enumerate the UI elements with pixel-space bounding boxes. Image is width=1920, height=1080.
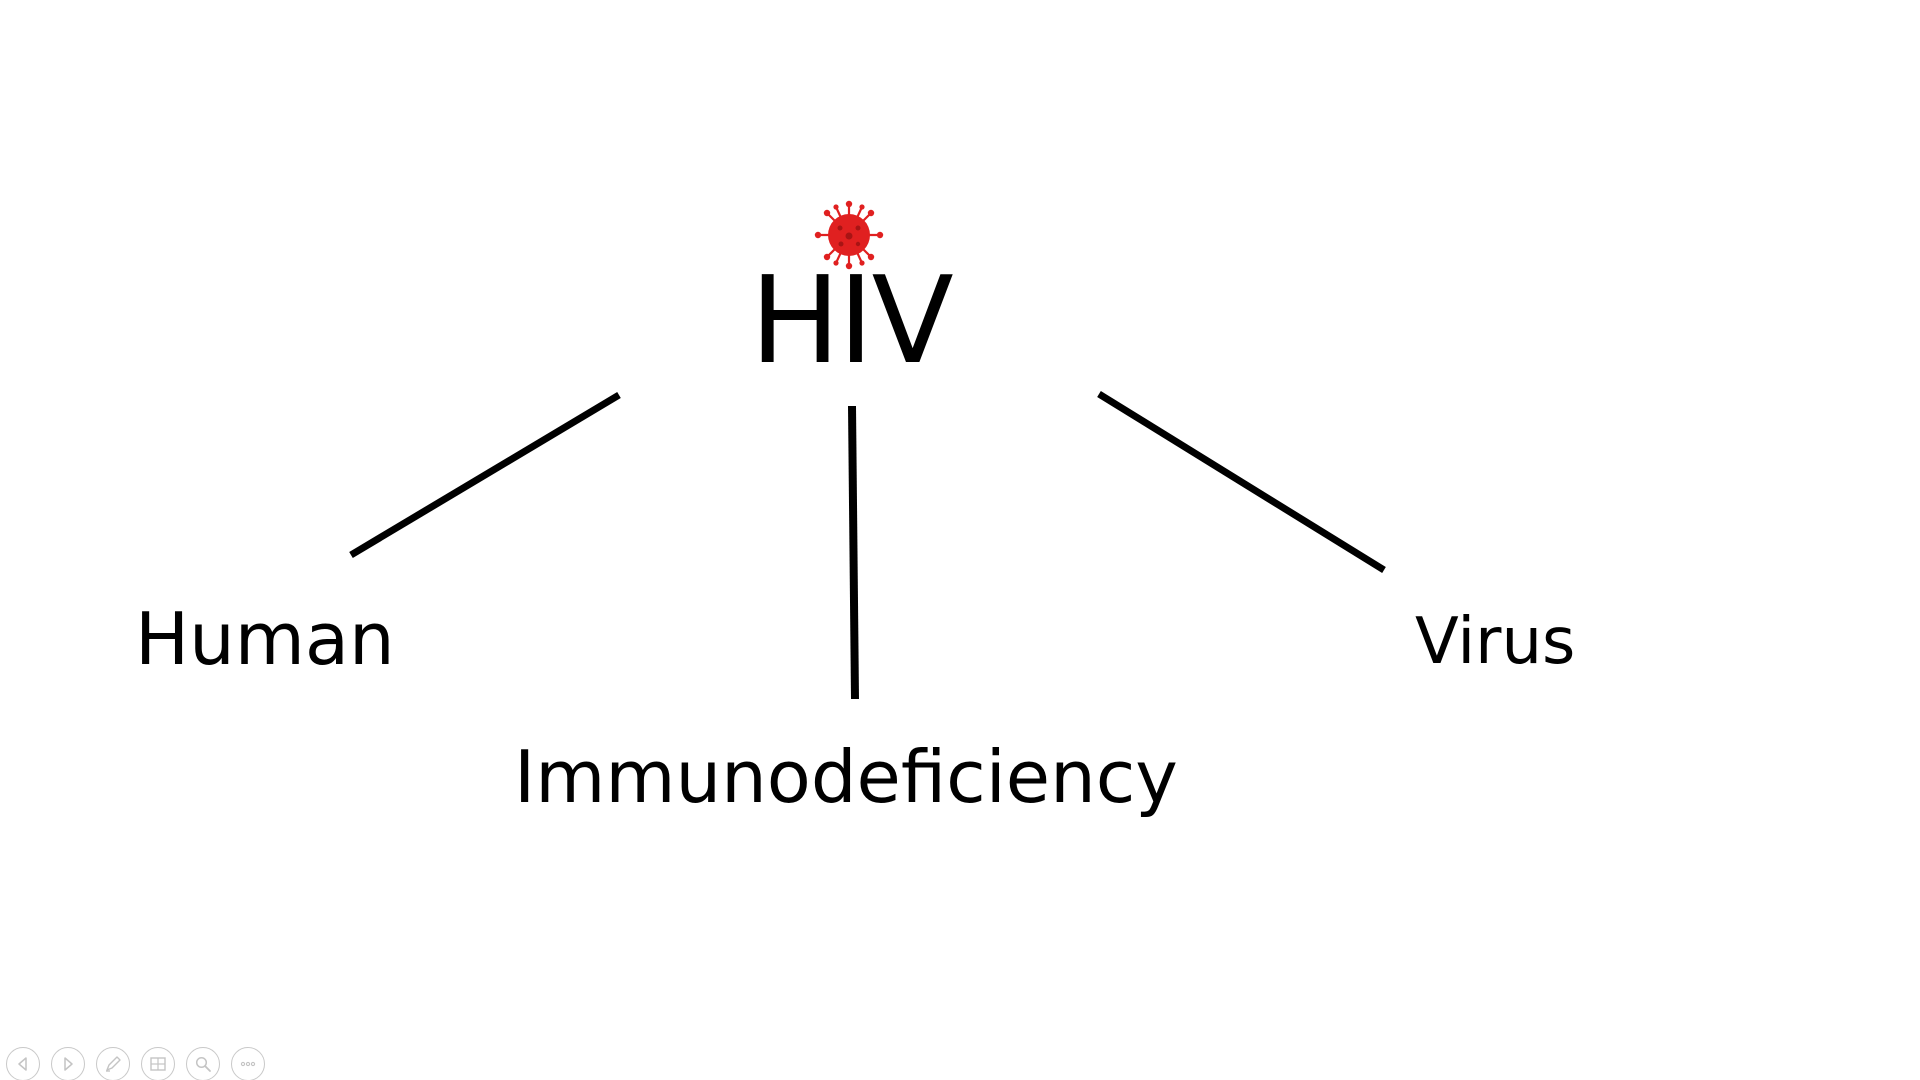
more-options-icon — [240, 1061, 256, 1067]
slide-grid-icon — [150, 1057, 166, 1071]
previous-slide-button[interactable] — [6, 1047, 40, 1080]
slideshow-controls — [6, 1046, 265, 1080]
previous-slide-icon — [18, 1057, 27, 1071]
diagram-title: HIV — [750, 252, 954, 391]
connector-human — [349, 391, 621, 559]
pen-icon — [106, 1056, 121, 1072]
virus-icon — [814, 200, 884, 270]
pen-button[interactable] — [96, 1047, 130, 1080]
connector-virus — [1097, 391, 1386, 573]
more-options-button[interactable] — [231, 1047, 265, 1080]
branch-label-immunodeficiency: Immunodeficiency — [514, 735, 1178, 819]
branch-label-human: Human — [135, 597, 395, 681]
next-slide-button[interactable] — [51, 1047, 85, 1080]
zoom-button[interactable] — [186, 1047, 220, 1080]
connector-immunodeficiency — [848, 405, 859, 700]
zoom-icon — [195, 1056, 211, 1072]
branch-label-virus: Virus — [1415, 605, 1576, 679]
slide-grid-button[interactable] — [141, 1047, 175, 1080]
next-slide-icon — [64, 1057, 73, 1071]
